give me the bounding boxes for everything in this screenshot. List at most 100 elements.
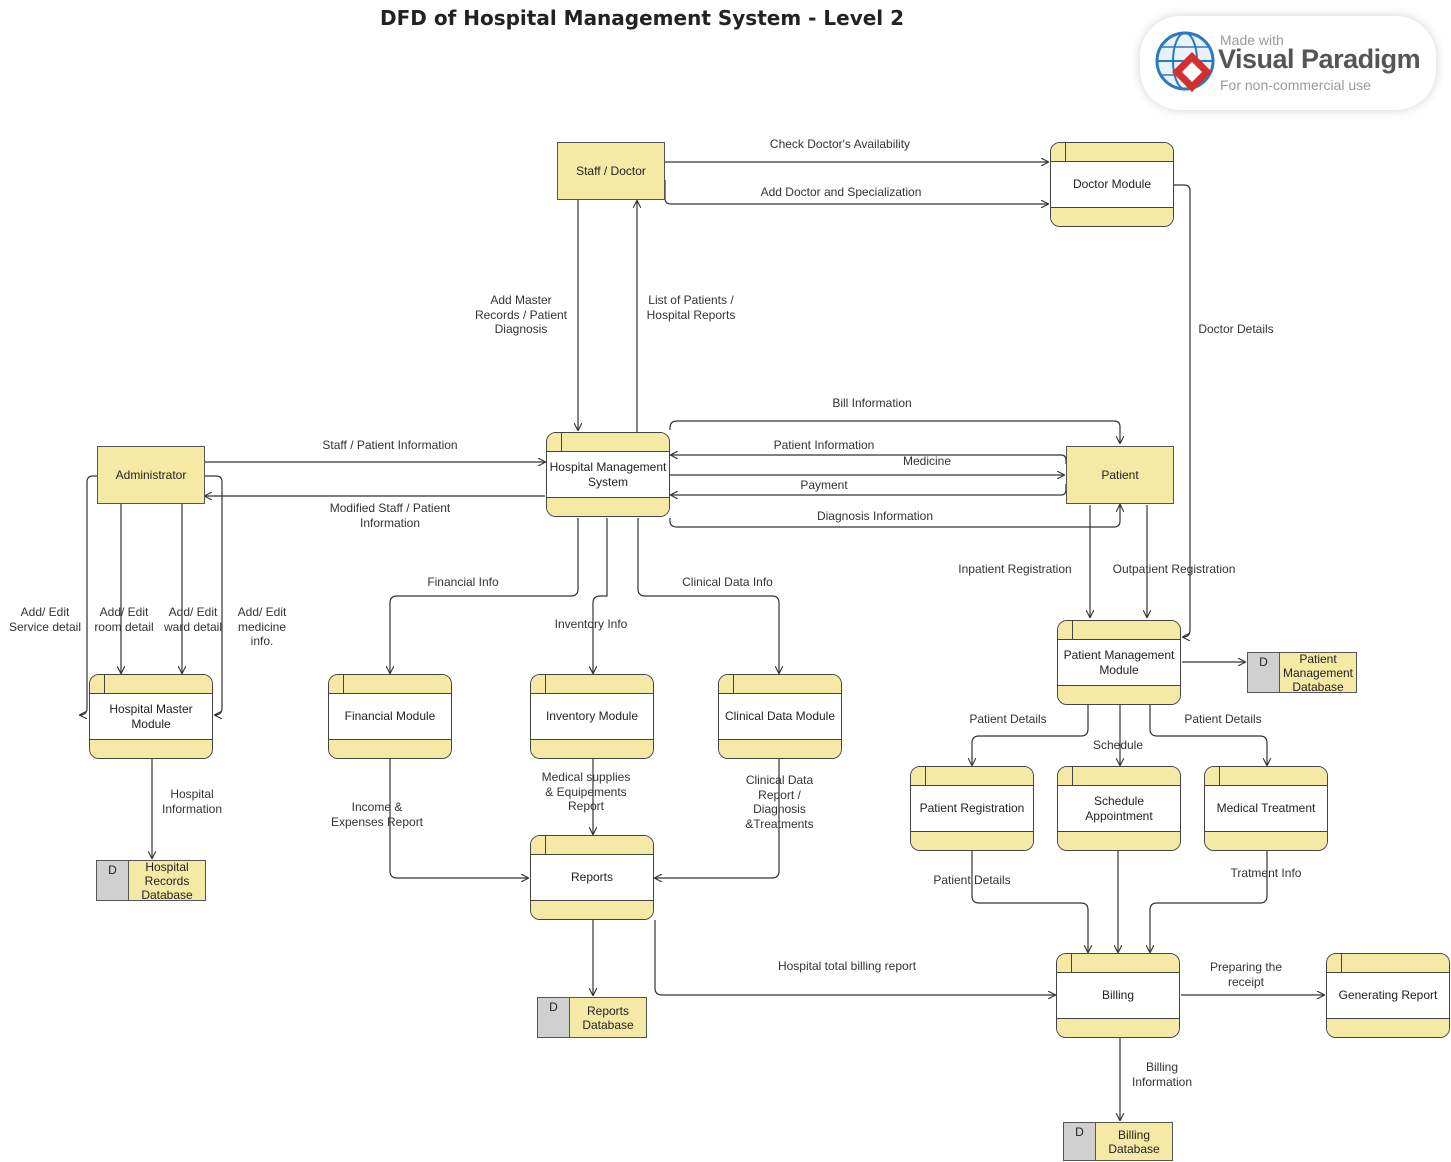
entity-staff-doctor[interactable]: Staff / Doctor xyxy=(557,142,665,200)
flow-add-service xyxy=(80,475,98,715)
store-id: D xyxy=(1064,1123,1096,1160)
watermark-usage: For non-commercial use xyxy=(1220,77,1371,93)
store-patient-management-database[interactable]: D Patient Management Database xyxy=(1247,651,1357,694)
label-diagnosis-info: Diagnosis Information xyxy=(816,509,934,523)
store-name: Hospital Records Database xyxy=(141,859,193,902)
label-outpatient: Outpatient Registration xyxy=(1112,562,1236,576)
label-patient-details-left: Patient Details xyxy=(969,712,1047,726)
flow-diagnosis-info xyxy=(669,505,1120,528)
process-doctor-module[interactable]: Doctor Module xyxy=(1050,142,1174,227)
label-patient-info: Patient Information xyxy=(773,438,875,452)
label-add-service: Add/ Edit Service detail xyxy=(8,605,82,634)
label-medicine: Medicine xyxy=(902,454,952,468)
flow-income-report xyxy=(389,759,528,878)
entity-patient[interactable]: Patient xyxy=(1066,446,1174,504)
flow-treatment-info xyxy=(1150,851,1268,952)
label-financial-info: Financial Info xyxy=(427,575,499,589)
watermark-brand: Visual Paradigm xyxy=(1218,44,1421,74)
process-patient-management-module[interactable]: Patient Management Module xyxy=(1057,620,1181,705)
label-inpatient: Inpatient Registration xyxy=(958,562,1072,576)
process-label: Medical Treatment xyxy=(1216,801,1316,815)
label-add-ward: Add/ Edit ward detail xyxy=(163,605,223,634)
process-label: Hospital Master Module xyxy=(109,701,193,731)
flow-patient-info xyxy=(671,455,1067,464)
store-name: Billing Database xyxy=(1108,1127,1160,1156)
label-check-availability: Check Doctor's Availability xyxy=(769,137,911,151)
process-billing[interactable]: Billing xyxy=(1056,953,1180,1038)
flow-inventory-info xyxy=(593,518,608,673)
process-patient-registration[interactable]: Patient Registration xyxy=(910,766,1034,851)
label-add-room: Add/ Edit room detail xyxy=(94,605,154,634)
label-list-patients: List of Patients / Hospital Reports xyxy=(646,293,736,322)
flow-payment xyxy=(671,484,1067,495)
diagram-title: DFD of Hospital Management System - Leve… xyxy=(380,6,905,30)
process-inventory-module[interactable]: Inventory Module xyxy=(530,674,654,759)
watermark-made-with: Made with xyxy=(1220,32,1284,48)
label-total-billing: Hospital total billing report xyxy=(777,959,917,973)
store-id: D xyxy=(538,998,570,1037)
label-patient-details-right: Patient Details xyxy=(1184,712,1262,726)
label-patient-details-reg: Patient Details xyxy=(933,873,1011,887)
process-medical-treatment[interactable]: Medical Treatment xyxy=(1204,766,1328,851)
process-label: Billing xyxy=(1101,988,1134,1002)
process-label: Financial Module xyxy=(344,709,436,723)
label-clinical-info: Clinical Data Info xyxy=(682,575,773,589)
flow-clinical-info xyxy=(637,518,779,673)
flow-patient-details-left xyxy=(972,704,1089,765)
process-reports[interactable]: Reports xyxy=(530,835,654,920)
process-label: Inventory Module xyxy=(545,709,639,723)
label-payment: Payment xyxy=(800,478,848,492)
process-label: Patient Registration xyxy=(919,801,1025,815)
process-label: Doctor Module xyxy=(1072,177,1152,191)
store-name: Patient Management Database xyxy=(1282,651,1354,694)
flow-financial-info xyxy=(390,518,579,673)
flow-clinical-report xyxy=(655,759,780,878)
label-add-master: Add Master Records / Patient Diagnosis xyxy=(474,293,568,336)
process-clinical-data-module[interactable]: Clinical Data Module xyxy=(718,674,842,759)
flow-total-billing xyxy=(654,920,1055,995)
store-hospital-records-database[interactable]: D Hospital Records Database xyxy=(96,859,206,902)
process-label: Clinical Data Module xyxy=(724,709,836,723)
store-billing-database[interactable]: D Billing Database xyxy=(1063,1122,1173,1161)
label-add-doctor: Add Doctor and Specialization xyxy=(760,185,922,199)
label-billing-info: Billing Information xyxy=(1131,1060,1193,1089)
process-label: Patient Management Module xyxy=(1063,647,1175,677)
visual-paradigm-watermark: Made with Visual Paradigm For non-commer… xyxy=(1140,16,1436,110)
process-label: Hospital Management System xyxy=(549,459,667,489)
process-generating-report[interactable]: Generating Report xyxy=(1326,953,1450,1038)
label-clinical-report: Clinical Data Report / Diagnosis &Treatm… xyxy=(745,773,814,831)
label-inventory-info: Inventory Info xyxy=(554,617,628,631)
label-preparing-receipt: Preparing the receipt xyxy=(1209,960,1283,989)
flow-add-medicine xyxy=(205,475,223,715)
flow-patient-details-reg xyxy=(971,851,1088,952)
label-medical-supplies: Medical supplies & Equipements Report xyxy=(541,770,631,813)
entity-administrator[interactable]: Administrator xyxy=(97,446,205,504)
process-label: Generating Report xyxy=(1338,988,1438,1002)
label-treatment-info: Tratment Info xyxy=(1230,866,1302,880)
store-reports-database[interactable]: D Reports Database xyxy=(537,997,647,1038)
label-income-report: Income & Expenses Report xyxy=(330,800,424,829)
store-name: Reports Database xyxy=(582,1003,634,1032)
store-id: D xyxy=(97,861,129,900)
label-doctor-details: Doctor Details xyxy=(1198,322,1274,336)
process-schedule-appointment[interactable]: Schedule Appointment xyxy=(1057,766,1181,851)
process-hospital-master-module[interactable]: Hospital Master Module xyxy=(89,674,213,759)
label-hospital-info: Hospital Information xyxy=(161,787,223,816)
store-id: D xyxy=(1248,653,1280,692)
label-staff-patient-info: Staff / Patient Information xyxy=(322,438,458,452)
visual-paradigm-logo-icon xyxy=(1155,31,1215,92)
flow-bill-info xyxy=(669,420,1120,443)
process-financial-module[interactable]: Financial Module xyxy=(328,674,452,759)
flow-add-doctor xyxy=(664,180,1048,204)
label-schedule: Schedule xyxy=(1092,738,1144,752)
label-add-medicine: Add/ Edit medicine info. xyxy=(237,605,287,648)
process-hospital-management-system[interactable]: Hospital Management System xyxy=(546,432,670,517)
label-bill-info: Bill Information xyxy=(832,396,912,410)
label-modified-staff: Modified Staff / Patient Information xyxy=(329,501,451,530)
process-label: Reports xyxy=(570,870,614,884)
flow-patient-details-right xyxy=(1149,704,1267,765)
process-label: Schedule Appointment xyxy=(1085,793,1153,823)
flow-doctor-details xyxy=(1174,184,1191,637)
